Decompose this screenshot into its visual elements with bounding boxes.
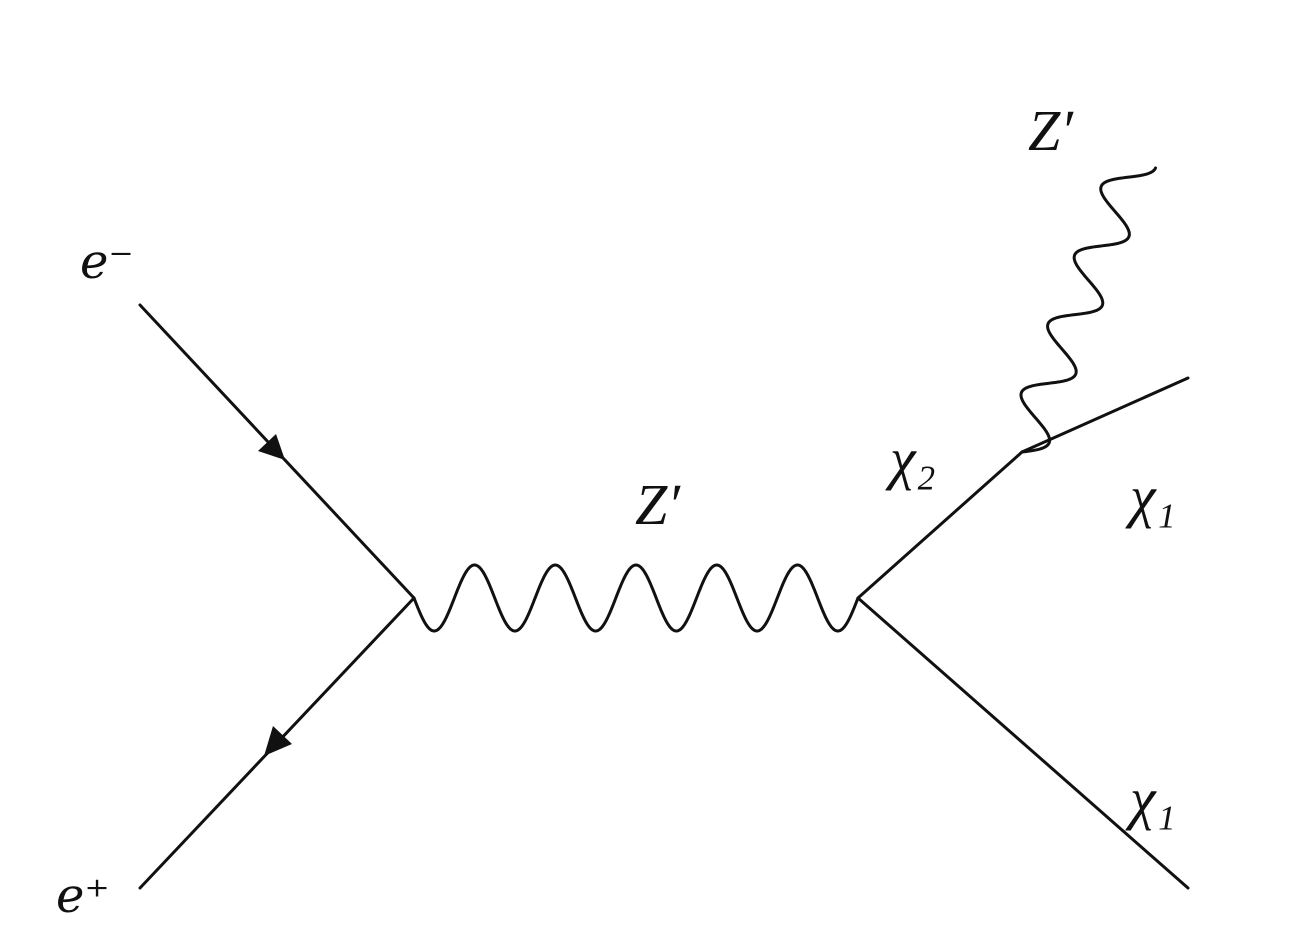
z-prime-propagator-label: Z′ <box>635 472 680 537</box>
z-prime-emitted-boson <box>1019 166 1158 454</box>
chi1-bottom-label: χ₁ <box>1130 766 1176 831</box>
chi1-bottom-line <box>856 596 1190 890</box>
electron-arrow-icon <box>258 434 285 460</box>
chi1-top-line <box>1020 376 1190 454</box>
z-prime-propagator <box>412 563 860 633</box>
chi1-top-label: χ₁ <box>1130 464 1176 529</box>
positron-label: e⁺ <box>56 868 110 924</box>
z-prime-emitted-label: Z′ <box>1028 98 1073 163</box>
positron-arrow-icon <box>264 726 292 756</box>
electron-label: e⁻ <box>80 234 134 290</box>
chi2-line <box>856 450 1024 600</box>
chi2-label: χ₂ <box>890 426 936 491</box>
